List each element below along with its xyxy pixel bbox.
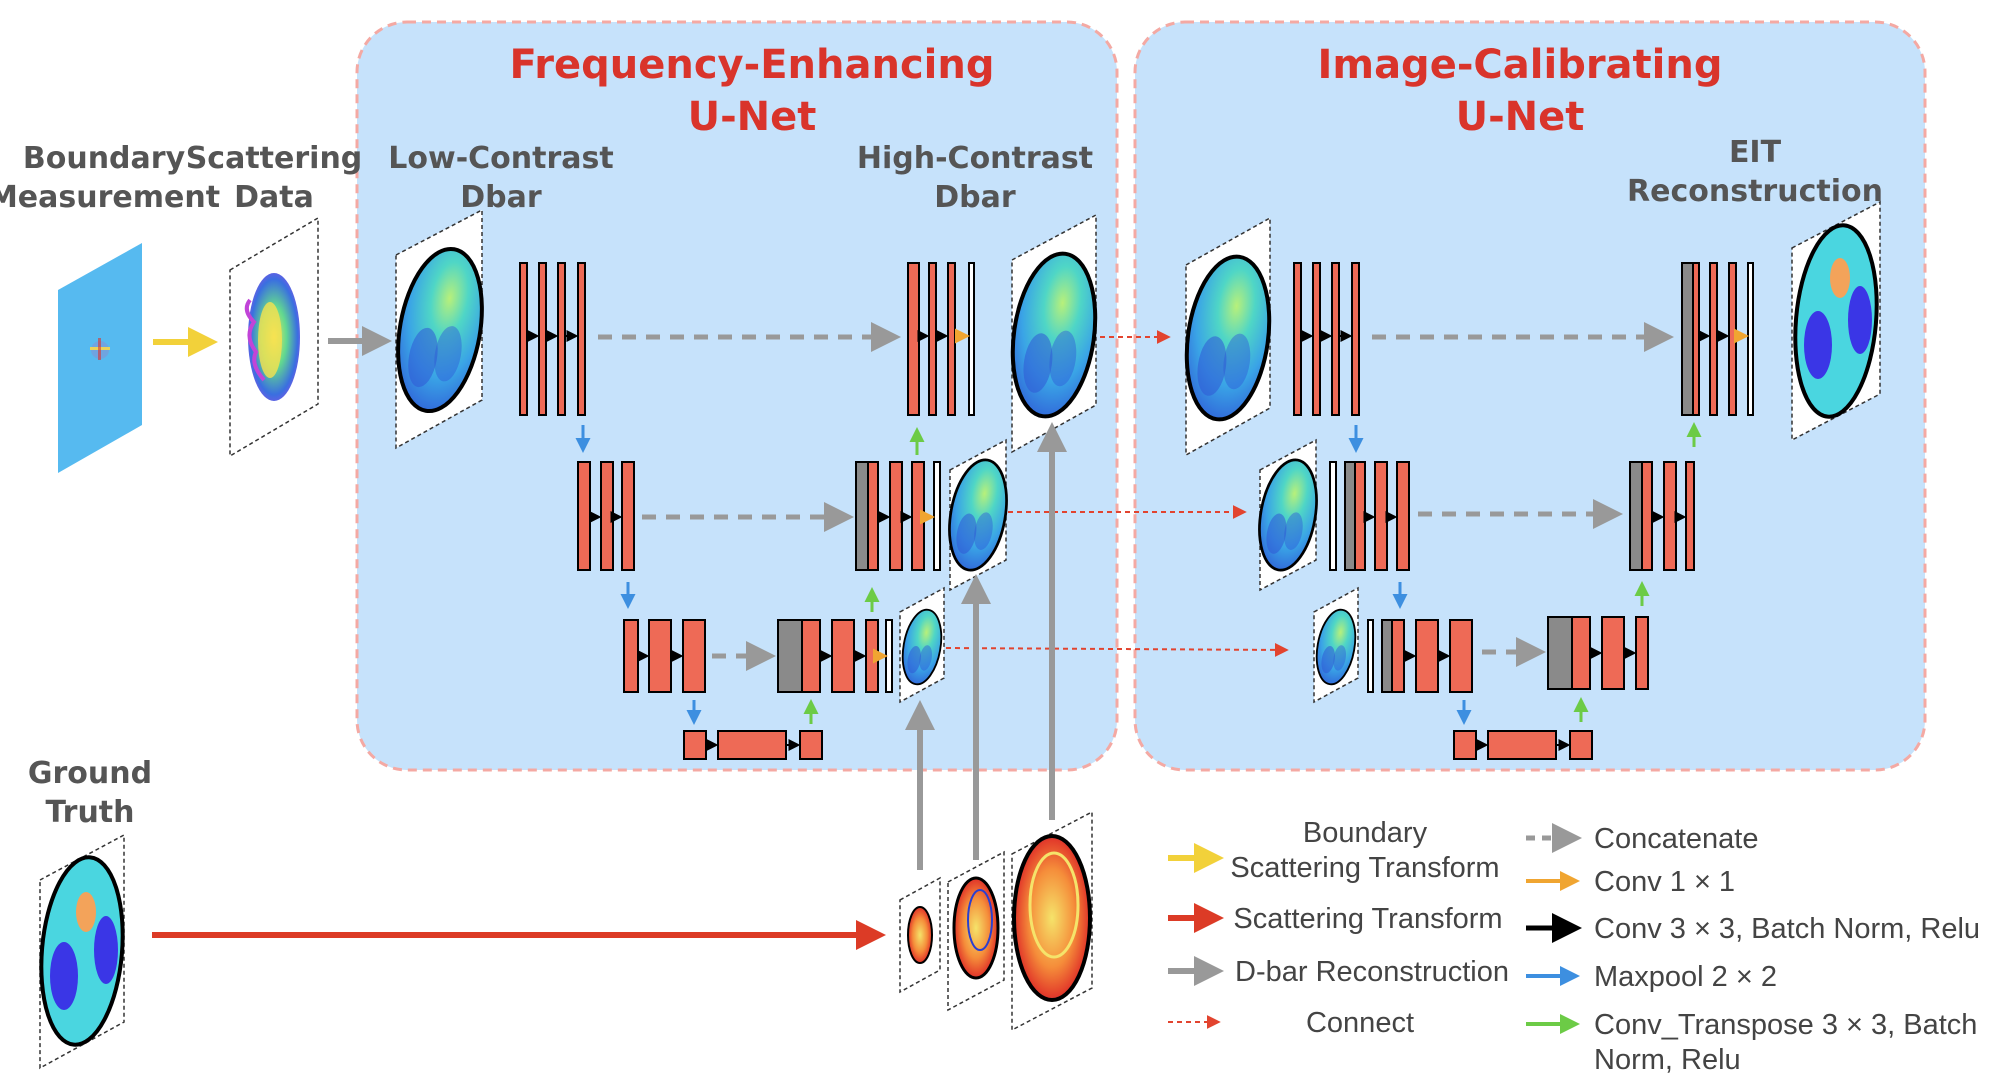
- fe-bottleneck: [683, 730, 823, 760]
- legend-boundary-2: Scattering Transform: [1230, 852, 1499, 884]
- legend-conv1: Conv 1 × 1: [1594, 866, 1735, 898]
- fe-decoder-level-2: [855, 461, 941, 571]
- ic-encoder-level-1: [1293, 262, 1360, 416]
- legend-convt-2: Norm, Relu: [1594, 1044, 1741, 1076]
- legend-concatenate: Concatenate: [1594, 823, 1758, 855]
- frequency-enhancing-panel: [355, 20, 1119, 772]
- low-contrast-dbar-image: [384, 208, 496, 450]
- fe-encoder-level-3: [623, 619, 706, 693]
- legend-scattering: Scattering Transform: [1233, 903, 1502, 935]
- ic-decoder-level-2: [1629, 461, 1695, 571]
- ic-encoder-level-2: [1329, 461, 1410, 571]
- frequency-enhancing-title: Frequency-Enhancing: [510, 42, 995, 88]
- image-calibrating-panel: [1133, 20, 1927, 772]
- boundary-measurement-image: [58, 243, 142, 473]
- fe-encoder-level-1: [519, 262, 586, 416]
- eit-label-1: EIT: [1729, 135, 1782, 170]
- low-contrast-label-1: Low-Contrast: [388, 141, 613, 176]
- scattering-label-1: Scattering: [186, 141, 363, 176]
- dbar-small-image-1: [899, 876, 941, 994]
- dbar-small-image-2: [947, 850, 1005, 1012]
- high-contrast-label-2: Dbar: [934, 180, 1016, 215]
- connect-arrow-3: [945, 642, 1289, 657]
- legend-convt-1: Conv_Transpose 3 × 3, Batch: [1594, 1009, 1977, 1041]
- ground-truth-label-2: Truth: [45, 795, 134, 830]
- ic-input-level-3: [1310, 586, 1362, 704]
- legend-boundary-1: Boundary: [1303, 817, 1428, 849]
- high-contrast-label-1: High-Contrast: [857, 141, 1093, 176]
- legend-conv3: Conv 3 × 3, Batch Norm, Relu: [1594, 913, 1980, 945]
- fe-decoder-level-3: [777, 619, 893, 693]
- legend-connect: Connect: [1306, 1007, 1414, 1039]
- eit-label-2: Reconstruction: [1627, 174, 1883, 209]
- ic-input-image: [1174, 216, 1282, 457]
- boundary-label-2: Measurement: [0, 180, 220, 215]
- scattering-data-image: [229, 216, 319, 458]
- dbar-small-image-3: [1011, 810, 1093, 1032]
- fe-dbar-level-3: [896, 586, 948, 704]
- eit-reconstruction-image: [1791, 200, 1881, 442]
- ground-truth-image: [39, 833, 125, 1070]
- legend: Boundary Scattering Transform Scattering…: [1168, 817, 1980, 1076]
- high-contrast-dbar-image: [1000, 213, 1108, 454]
- image-calibrating-title: Image-Calibrating: [1318, 42, 1723, 88]
- image-calibrating-subtitle: U-Net: [1456, 94, 1585, 140]
- ic-bottleneck: [1453, 730, 1593, 760]
- frequency-enhancing-subtitle: U-Net: [688, 94, 817, 140]
- ic-encoder-level-3: [1367, 619, 1473, 693]
- scattering-label-2: Data: [234, 180, 314, 215]
- fe-encoder-level-2: [577, 461, 635, 571]
- fe-dbar-level-2: [940, 438, 1016, 592]
- ic-decoder-level-1: [1681, 262, 1754, 416]
- legend-maxpool: Maxpool 2 × 2: [1594, 961, 1777, 993]
- ground-truth-label-1: Ground: [28, 756, 152, 791]
- low-contrast-label-2: Dbar: [460, 180, 542, 215]
- ic-input-level-2: [1250, 438, 1326, 592]
- fe-decoder-level-1: [907, 262, 975, 416]
- ic-decoder-level-3: [1547, 616, 1649, 690]
- legend-dbar: D-bar Reconstruction: [1235, 956, 1509, 988]
- boundary-label-1: Boundary: [23, 141, 186, 176]
